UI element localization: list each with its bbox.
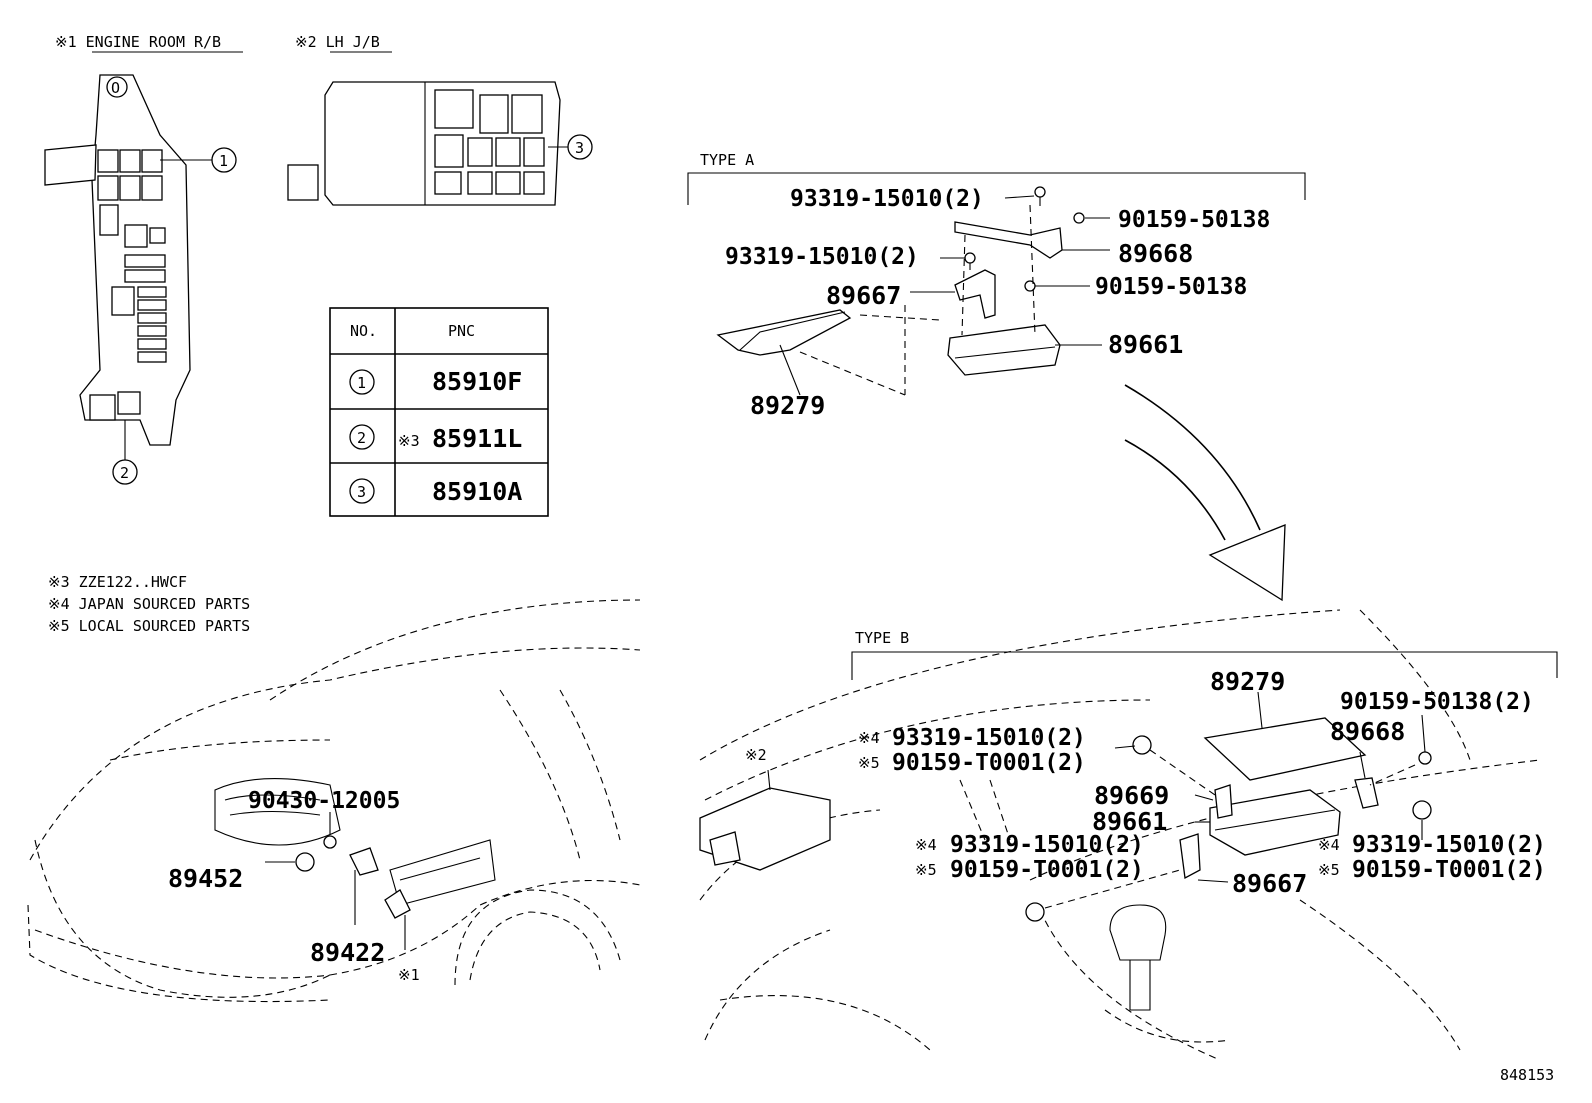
leader-line <box>1359 751 1366 779</box>
engine-sensor-left: 89452 <box>168 864 243 893</box>
callout-circle-1 <box>211 147 237 173</box>
type-b-low-b-prefix: ※5 <box>915 861 937 879</box>
leader-line <box>1194 794 1214 801</box>
leader-line <box>779 344 801 396</box>
note-engine-room-rb: ※1 ENGINE ROOM R/B <box>55 33 221 51</box>
callout-circle-3 <box>567 134 593 160</box>
table-row-no: 2 <box>357 429 366 447</box>
type-b-screw-left-a: 93319-15010(2) <box>892 725 1086 751</box>
callout-circle-2 <box>112 459 138 485</box>
type-a-bracket-top: 89668 <box>1118 239 1193 268</box>
note-local-sourced: ※5 LOCAL SOURCED PARTS <box>48 617 250 635</box>
type-b-label: TYPE B <box>855 629 909 647</box>
table-row-no: 1 <box>357 374 366 392</box>
lh-junction-block <box>287 81 568 206</box>
engine-bolt: 90430-12005 <box>248 788 400 814</box>
note-zze122: ※3 ZZE122..HWCF <box>48 573 187 591</box>
table-row-no: 3 <box>357 483 366 501</box>
table-row-pnc: 85911L <box>432 424 522 453</box>
type-a-cover: 89279 <box>750 391 825 420</box>
type-b-screw-r-a: 93319-15010(2) <box>1352 832 1546 858</box>
leader-line <box>1421 714 1426 753</box>
table-header-no: NO. <box>350 322 377 340</box>
engine-room-relay-block: O <box>44 74 212 460</box>
type-b-cover: 89279 <box>1210 667 1285 696</box>
type-a-parts-drawing <box>716 186 1085 396</box>
type-b-screw-r-b: 90159-T0001(2) <box>1352 857 1546 883</box>
leader-line <box>1257 691 1263 729</box>
type-b-ecu: 89661 <box>1092 807 1167 836</box>
type-b-screw-low-b: 90159-T0001(2) <box>950 857 1144 883</box>
type-b-bracket-right: 89668 <box>1330 717 1405 746</box>
type-a-bolt-top: 90159-50138 <box>1118 207 1270 233</box>
type-b-r-a-prefix: ※4 <box>1318 836 1340 854</box>
type-a-screw-top: 93319-15010(2) <box>790 186 984 212</box>
type-b-left-b-prefix: ※5 <box>858 754 880 772</box>
type-a-bolt-mid: 90159-50138 <box>1095 274 1247 300</box>
engine-sensor-right: 89422 <box>310 938 385 967</box>
note-lh-jb: ※2 LH J/B <box>295 33 380 51</box>
arrow-type-a-to-type-b <box>1124 384 1286 602</box>
ref-lh-jb: ※2 <box>745 746 767 764</box>
table-row-pnc: 85910F <box>432 367 522 396</box>
callout-3: 3 <box>575 139 584 157</box>
type-b-bracket-left: 89669 <box>1094 781 1169 810</box>
type-a-screw-mid: 93319-15010(2) <box>725 244 919 270</box>
type-a-bracket <box>687 172 1306 205</box>
ref-engine-room-rb: ※1 <box>398 966 420 984</box>
type-b-low-a-prefix: ※4 <box>915 836 937 854</box>
note-japan-sourced: ※4 JAPAN SOURCED PARTS <box>48 595 250 613</box>
callout-1: 1 <box>219 152 228 170</box>
type-b-bracket-low: 89667 <box>1232 869 1307 898</box>
table-row-pnc: 85910A <box>432 477 522 506</box>
figure-id: 848153 <box>1500 1066 1554 1084</box>
type-a-label: TYPE A <box>700 151 754 169</box>
type-b-bolt-right: 90159-50138(2) <box>1340 689 1534 715</box>
leader-line <box>1004 195 1035 199</box>
interior-illustration <box>699 609 1541 1061</box>
type-a-ecu: 89661 <box>1108 330 1183 359</box>
callout-2: 2 <box>120 464 129 482</box>
type-a-bracket-mid: 89667 <box>826 281 901 310</box>
table-row-prefix: ※3 <box>398 432 420 450</box>
table-header-pnc: PNC <box>448 322 475 340</box>
type-b-left-a-prefix: ※4 <box>858 729 880 747</box>
svg-text:O: O <box>111 79 120 97</box>
pnc-table: NO. PNC 1 85910F 2 ※3 85911L 3 85910A <box>329 307 549 517</box>
leader-line <box>1197 879 1229 883</box>
type-b-bracket <box>851 651 1558 680</box>
type-b-screw-left-b: 90159-T0001(2) <box>892 750 1086 776</box>
car-front-illustration <box>27 599 641 1003</box>
type-b-screw-low-a: 93319-15010(2) <box>950 832 1144 858</box>
type-b-r-b-prefix: ※5 <box>1318 861 1340 879</box>
leader-line <box>1114 745 1136 749</box>
